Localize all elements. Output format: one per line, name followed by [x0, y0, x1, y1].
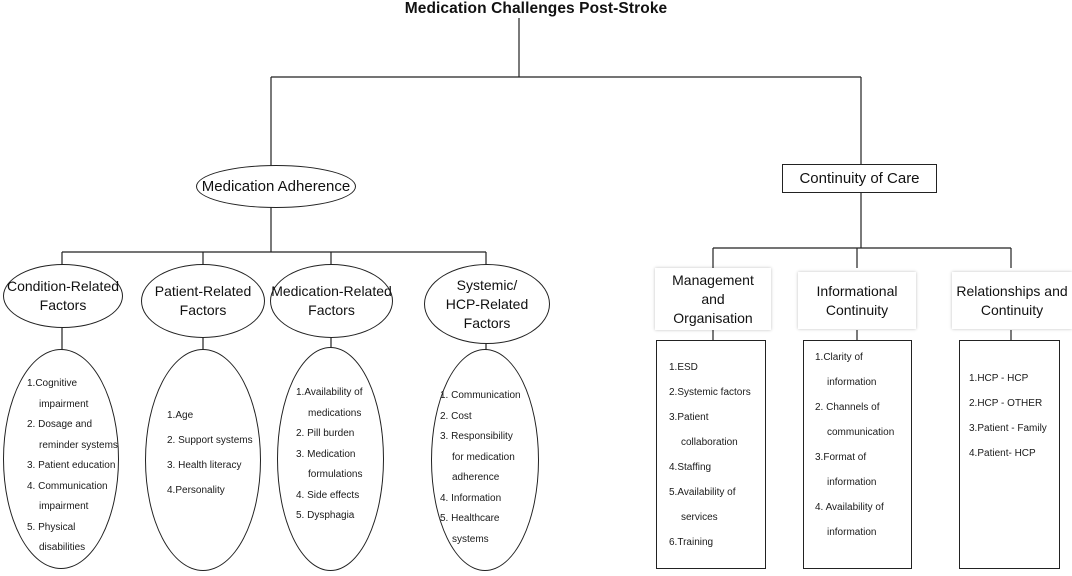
- list-item: 3.Patient - Family: [969, 423, 1047, 434]
- list-item: 2.HCP - OTHER: [969, 398, 1043, 409]
- management-items-list: 1.ESD 2.Systemic factors 3.Patient colla…: [669, 355, 751, 555]
- management-and-organisation-node: Management and Organisation: [655, 268, 771, 330]
- patient-related-items-list: 1.Age 2. Support systems 3. Health liter…: [167, 403, 253, 503]
- list-item: 1.Cognitive: [27, 378, 78, 389]
- condition-related-items-list: 1.Cognitive impairment 2. Dosage and rem…: [27, 374, 118, 559]
- medication-related-items-oval: [277, 347, 384, 571]
- list-item: 4.Personality: [167, 485, 225, 496]
- list-item: 5. Dysphagia: [296, 510, 355, 521]
- relationships-items-box: [959, 340, 1060, 569]
- list-item: 5. Physical: [27, 521, 76, 533]
- list-item: information: [827, 527, 877, 538]
- list-item: adherence: [452, 472, 500, 483]
- list-item: information: [827, 377, 877, 388]
- list-item: 5.Availability of: [669, 487, 736, 498]
- list-item: 2.Systemic factors: [669, 387, 751, 398]
- list-item: 2. Support systems: [167, 435, 253, 446]
- list-item: 3. Medication: [296, 448, 356, 460]
- systemic-hcp-related-factors-node: Systemic/ HCP-Related Factors: [424, 264, 550, 344]
- list-item: services: [681, 512, 718, 523]
- continuity-of-care-node: Continuity of Care: [782, 164, 937, 193]
- list-item: 3.Patient: [669, 412, 709, 423]
- list-item: 1.ESD: [669, 362, 698, 373]
- list-item: 4. Information: [440, 492, 502, 504]
- list-item: 1.Clarity of: [815, 352, 863, 363]
- list-item: 4. Side effects: [296, 489, 360, 501]
- medication-related-factors-node: Medication-Related Factors: [270, 264, 393, 338]
- list-item: 1.HCP - HCP: [969, 373, 1029, 384]
- medication-adherence-node: Medication Adherence: [196, 165, 356, 208]
- management-items-box: [656, 340, 766, 569]
- informational-continuity-node: Informational Continuity: [798, 272, 916, 329]
- list-item: 4. Availability of: [815, 502, 884, 513]
- list-item: 4. Communication: [27, 480, 108, 492]
- list-item: systems: [452, 533, 489, 545]
- medication-related-items-list: 1.Availability of medications 2. Pill bu…: [296, 383, 363, 527]
- list-item: 4.Patient- HCP: [969, 448, 1036, 459]
- list-item: formulations: [308, 469, 363, 480]
- list-item: communication: [827, 427, 895, 438]
- list-item: collaboration: [681, 437, 738, 448]
- list-item: impairment: [39, 398, 89, 410]
- informational-items-box: [803, 340, 912, 569]
- diagram-title: Medication Challenges Post-Stroke: [404, 0, 668, 17]
- list-item: information: [827, 477, 877, 488]
- condition-related-items-oval: [3, 349, 119, 569]
- list-item: for medication: [452, 451, 515, 463]
- list-item: medications: [308, 407, 362, 419]
- systemic-hcp-related-items-oval: [431, 349, 539, 571]
- list-item: 5. Healthcare: [440, 513, 500, 524]
- list-item: 2. Pill burden: [296, 428, 355, 439]
- list-item: 3. Health literacy: [167, 460, 242, 471]
- list-item: disabilities: [39, 542, 86, 553]
- relationships-items-list: 1.HCP - HCP 2.HCP - OTHER 3.Patient - Fa…: [969, 366, 1047, 466]
- patient-related-factors-node: Patient-Related Factors: [141, 264, 265, 338]
- list-item: 3. Patient education: [27, 460, 116, 471]
- list-item: 3.Format of: [815, 452, 867, 463]
- list-item: 2. Channels of: [815, 402, 880, 413]
- list-item: 4.Staffing: [669, 462, 712, 473]
- list-item: reminder systems: [39, 439, 118, 451]
- list-item: 1.Availability of: [296, 387, 363, 398]
- patient-related-items-oval: [145, 349, 261, 571]
- condition-related-factors-node: Condition-Related Factors: [3, 264, 123, 328]
- systemic-hcp-related-items-list: 1. Communication 2. Cost 3. Responsibili…: [440, 386, 521, 550]
- list-item: 1. Communication: [440, 390, 521, 401]
- list-item: 1.Age: [167, 410, 194, 421]
- list-item: 2. Dosage and: [27, 419, 93, 430]
- informational-items-list: 1.Clarity of information 2. Channels of …: [815, 345, 894, 545]
- list-item: impairment: [39, 501, 89, 512]
- list-item: 6.Training: [669, 537, 714, 548]
- list-item: 3. Responsibility: [440, 431, 513, 442]
- relationships-and-continuity-node: Relationships and Continuity: [952, 272, 1072, 329]
- list-item: 2. Cost: [440, 410, 472, 422]
